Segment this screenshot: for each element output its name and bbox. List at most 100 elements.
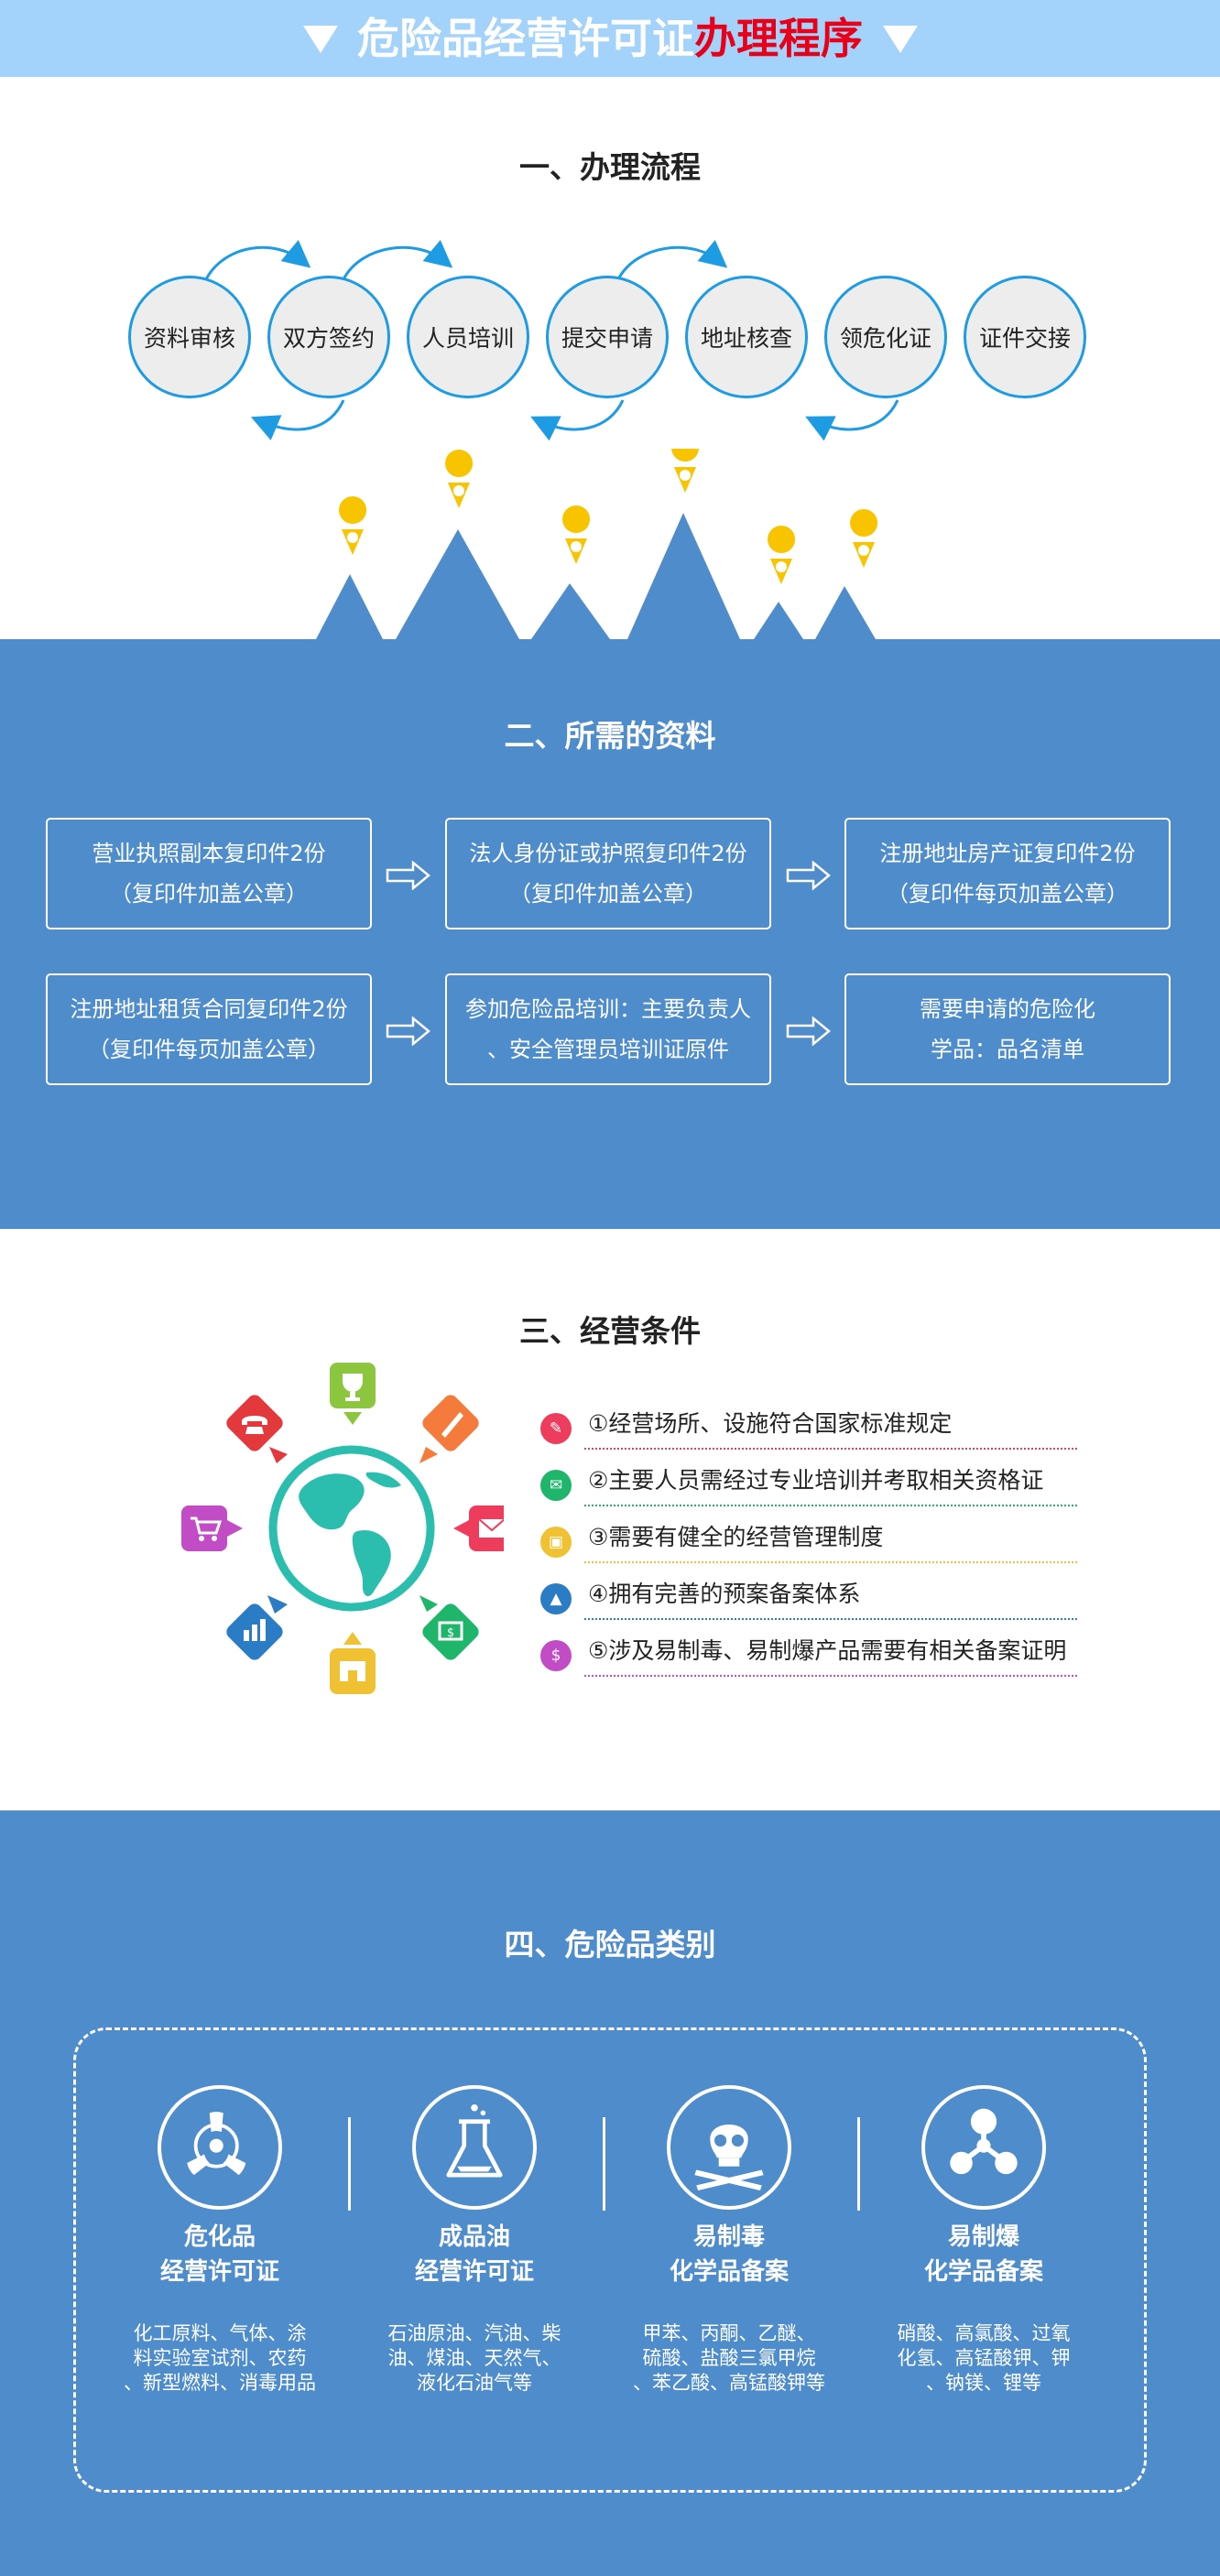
skull-icon [667, 2085, 791, 2210]
category-title: 易制毒 化学品备案 [619, 2220, 839, 2289]
category-description: 石油原油、汽油、柴 油、煤油、天然气、 液化石油气等 [365, 2321, 584, 2396]
mountain-shape [396, 529, 519, 639]
header-banner: 危险品经营许可证办理程序 [0, 0, 1220, 77]
description-line: 化工原料、气体、涂 [133, 2322, 307, 2344]
flow-step: 证件交接 [964, 276, 1086, 398]
cart-icon: ▣ [540, 1527, 572, 1558]
condition-item: ✎ ①经营场所、设施符合国家标准规定 [540, 1406, 1077, 1451]
document-item: 营业执照副本复印件2份 （复印件加盖公章） [46, 818, 372, 929]
flow-arrow-top [616, 239, 728, 280]
pen-icon: ✎ [540, 1413, 572, 1444]
category-description: 硝酸、高氯酸、过氧 化氢、高锰酸钾、钾 、钠镁、锂等 [874, 2321, 1094, 2396]
document-line: 法人身份证或护照复印件2份 [469, 841, 747, 866]
document-item: 需要申请的危险化学品：品名清单 [844, 973, 1171, 1085]
document-line: 、安全管理员培训证原件 [487, 1037, 729, 1062]
flow-step: 资料审核 [128, 276, 251, 398]
cart-icon [181, 1505, 243, 1551]
description-line: 硝酸、高氯酸、过氧 [897, 2322, 1071, 2344]
mountains-illustration [316, 449, 878, 639]
document-item: 注册地址租赁合同复印件2份 （复印件每页加盖公章） [46, 973, 372, 1085]
category-title: 危化品 经营许可证 [110, 2220, 330, 2289]
chart-icon: ▲ [540, 1583, 572, 1614]
chart-icon [226, 1595, 288, 1660]
globe-icon [268, 1445, 435, 1612]
mountain-shape [316, 574, 383, 639]
document-line: 营业执照副本复印件2份 [92, 841, 326, 866]
category-title-line: 危化品 [183, 2223, 256, 2251]
document-line: 注册地址房产证复印件2份 [879, 841, 1136, 866]
biohazard-icon [158, 2085, 282, 2210]
flow-step: 领危化证 [824, 276, 947, 398]
condition-text: ④拥有完善的预案备案体系 [588, 1581, 861, 1607]
location-pin-icon [850, 509, 878, 568]
flow-arrow-top [204, 239, 311, 280]
condition-item: ▣ ③需要有健全的经营管理制度 [540, 1519, 1077, 1565]
triangle-down-icon [883, 26, 918, 53]
phone-icon [226, 1395, 288, 1463]
description-line: 、钠镁、锂等 [926, 2372, 1041, 2394]
location-pin-icon [562, 505, 591, 564]
divider [584, 1561, 1077, 1563]
location-pin-icon [768, 526, 796, 584]
page-title: 危险品经营许可证办理程序 [0, 11, 1220, 66]
category-box [73, 2027, 1147, 2493]
divider [584, 1505, 1077, 1506]
mail-icon: ✉ [540, 1470, 572, 1501]
document-line: 学品：品名清单 [931, 1037, 1084, 1062]
molecule-icon [921, 2085, 1046, 2210]
section2-background [0, 639, 1220, 1229]
flow-arrow-bottom [805, 399, 899, 441]
category-title-line: 经营许可证 [414, 2258, 534, 2286]
description-line: 、苯乙酸、高锰酸钾等 [633, 2372, 825, 2394]
flow-step: 地址核查 [685, 276, 808, 398]
shop-icon [330, 1632, 376, 1694]
arrow-right-icon [786, 861, 831, 890]
category-description: 甲苯、丙酮、乙醚、 硫酸、盐酸三氯甲烷 、苯乙酸、高锰酸钾等 [619, 2321, 839, 2396]
divider [584, 1675, 1077, 1677]
document-line: 参加危险品培训：主要负责人 [465, 996, 751, 1022]
description-line: 石油原油、汽油、柴 [387, 2322, 561, 2344]
category-title-line: 易制毒 [692, 2223, 765, 2251]
document-line: 注册地址租赁合同复印件2份 [70, 996, 348, 1022]
category-title: 成品油 经营许可证 [365, 2220, 584, 2289]
document-line: （复印件加盖公章） [509, 881, 707, 907]
document-line: （复印件加盖公章） [110, 881, 308, 907]
description-line: 料实验室试剂、农药 [133, 2347, 307, 2369]
divider [857, 2117, 860, 2211]
svg-text:$: $ [447, 1626, 454, 1640]
section3-title: 三、经营条件 [519, 1313, 701, 1349]
flow-arrow-bottom [530, 399, 625, 441]
arrow-right-icon [386, 1016, 430, 1046]
section1-title: 一、办理流程 [519, 149, 701, 185]
arrow-right-icon [786, 1016, 831, 1046]
trophy-icon [330, 1363, 376, 1425]
description-line: 化氢、高锰酸钾、钾 [897, 2347, 1071, 2369]
flow-step: 提交申请 [546, 276, 669, 398]
flow-step: 人员培训 [407, 276, 529, 398]
flow-arrow-top [342, 239, 453, 280]
category-title-line: 化学品备案 [923, 2258, 1043, 2286]
condition-text: ①经营场所、设施符合国家标准规定 [588, 1410, 953, 1437]
flow-arrow-bottom [250, 399, 345, 440]
divider [584, 1618, 1077, 1620]
category-description: 化工原料、气体、涂 料实验室试剂、农药 、新型燃料、消毒用品 [110, 2321, 330, 2396]
description-line: 液化石油气等 [417, 2372, 532, 2394]
location-pin-icon [339, 496, 367, 555]
description-line: 硫酸、盐酸三氯甲烷 [642, 2347, 816, 2369]
flask-icon [412, 2085, 537, 2210]
document-item: 注册地址房产证复印件2份（复印件每页加盖公章） [844, 818, 1171, 929]
title-white-part: 危险品经营许可证 [357, 14, 694, 63]
document-line: （复印件每页加盖公章） [88, 1037, 330, 1062]
category-title-line: 经营许可证 [159, 2258, 279, 2286]
section2-title: 二、所需的资料 [504, 718, 716, 754]
category-title-line: 化学品备案 [669, 2258, 789, 2286]
triangle-down-icon [303, 26, 338, 53]
money-icon: $ [540, 1640, 572, 1671]
section4-title: 四、危险品类别 [504, 1927, 716, 1962]
category-title: 易制爆 化学品备案 [874, 2220, 1094, 2289]
money-icon: $ [419, 1595, 479, 1660]
condition-text: ⑤涉及易制毒、易制爆产品需要有相关备案证明 [588, 1637, 1067, 1664]
category-title-line: 成品油 [438, 2223, 510, 2251]
mountain-shape [754, 602, 803, 639]
location-pin-icon [445, 450, 474, 508]
